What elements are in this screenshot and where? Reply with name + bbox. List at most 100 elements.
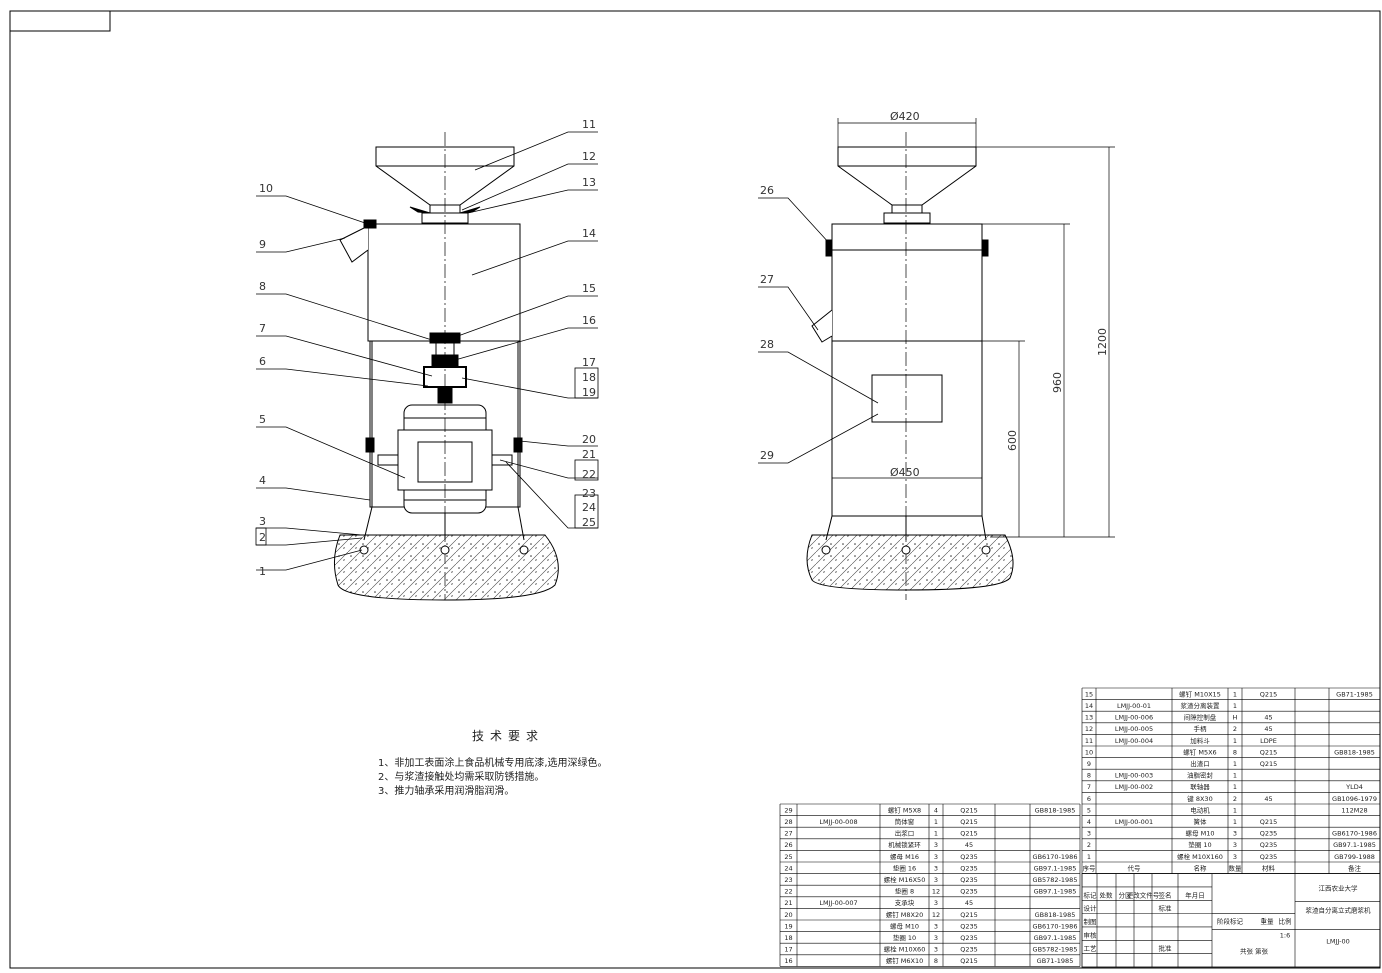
bom-right-cell: 8 xyxy=(1087,772,1091,780)
bom-left-cell: 12 xyxy=(932,888,940,896)
callout-16: 16 xyxy=(582,314,596,327)
bom-right-cell: GB799-1988 xyxy=(1334,853,1375,861)
bom-right-cell: LMJJ-00-002 xyxy=(1115,783,1153,791)
bom-right-cell: 9 xyxy=(1087,760,1091,768)
bom-left-cell: 16 xyxy=(784,957,792,965)
bom-left-cell: Q235 xyxy=(960,946,978,954)
bom-right-cell: LMJJ-00-005 xyxy=(1115,725,1153,733)
bom-left-cell: 螺钉 M5X8 xyxy=(888,805,921,814)
tb-check: 审核 xyxy=(1084,930,1098,939)
bom-right-cell: 45 xyxy=(1264,725,1272,733)
bom-right-header-cell: 材料 xyxy=(1262,863,1276,872)
callout-26: 26 xyxy=(760,184,774,197)
callout-23: 23 xyxy=(582,487,596,500)
bom-right-cell: 垫圈 10 xyxy=(1188,840,1211,849)
callout-14: 14 xyxy=(582,227,596,240)
bom-left-cell: 28 xyxy=(784,818,792,826)
bom-left-cell: 12 xyxy=(932,911,940,919)
dim-height-lower: 600 xyxy=(1006,430,1019,451)
bom-left-cell: 3 xyxy=(934,899,938,907)
bom-right-cell: GB1096-1979 xyxy=(1332,795,1377,803)
bom-right-cell: 螺钉 M5X6 xyxy=(1183,747,1216,756)
bom-left-cell: Q235 xyxy=(960,922,978,930)
bom-right-header-cell: 序号 xyxy=(1083,863,1097,872)
side-dimensions xyxy=(832,118,1115,538)
bom-right-cell: GB97.1-1985 xyxy=(1333,841,1376,849)
callout-9: 9 xyxy=(259,238,266,251)
bom-left-cell: 24 xyxy=(784,864,792,872)
bom-left-cell: 3 xyxy=(934,946,938,954)
bom-right-cell: 出渣口 xyxy=(1190,759,1210,768)
bom-right-cell: 13 xyxy=(1085,714,1093,722)
bom-left-cell: Q235 xyxy=(960,934,978,942)
tb-mark-head: 年月日 xyxy=(1185,890,1205,899)
callout-21: 21 xyxy=(582,448,596,461)
side-window xyxy=(871,374,943,423)
bom-left-cell: 螺栓 M16X50 xyxy=(884,875,926,884)
callout-19: 19 xyxy=(582,386,596,399)
tb-mark-head: 标记 xyxy=(1084,890,1098,899)
callout-7: 7 xyxy=(259,322,266,335)
side-leaders xyxy=(758,197,879,464)
bom-left-cell: 螺栓 M10X60 xyxy=(884,945,926,954)
bom-right-header-cell: 名称 xyxy=(1194,863,1208,872)
bom-right-cell: 14 xyxy=(1085,702,1093,710)
bom-right-cell: 2 xyxy=(1233,725,1237,733)
callout-2: 2 xyxy=(259,531,266,544)
bom-right-cell: 45 xyxy=(1264,714,1272,722)
bom-right-cell: 1 xyxy=(1233,772,1237,780)
callout-6: 6 xyxy=(259,355,266,368)
bom-right-cell: LMJJ-00-004 xyxy=(1115,737,1153,745)
bom-left-cell: Q215 xyxy=(960,911,978,919)
bom-left-cell: 3 xyxy=(934,934,938,942)
bom-left-cell: 45 xyxy=(965,899,973,907)
bom-right-cell: LMJJ-00-001 xyxy=(1115,818,1153,826)
side-view xyxy=(806,132,1014,600)
title-block xyxy=(1081,873,1381,968)
callout-15: 15 xyxy=(582,282,596,295)
bom-right-cell: 1 xyxy=(1233,737,1237,745)
bom-left-cell: 8 xyxy=(934,957,938,965)
callout-18: 18 xyxy=(582,371,596,384)
bom-left-cell: GB97.1-1985 xyxy=(1034,934,1077,942)
bom-right-cell: 3 xyxy=(1233,853,1237,861)
bom-left-cell: Q235 xyxy=(960,853,978,861)
tech-note-3: 3、推力轴承采用润滑脂润滑。 xyxy=(378,786,515,797)
bom-left-cell: 45 xyxy=(965,841,973,849)
front-upper-body xyxy=(367,223,521,342)
bom-right-cell: 7 xyxy=(1087,783,1091,791)
callout-boxes xyxy=(255,367,599,546)
bom-right-cell: 1 xyxy=(1233,806,1237,814)
bom-right-cell: Q215 xyxy=(1260,760,1278,768)
bom-left-cell: 垫圈 8 xyxy=(895,887,914,896)
bom-right-header-cell: 数量 xyxy=(1229,863,1243,872)
bom-left-cell: GB97.1-1985 xyxy=(1034,864,1077,872)
callout-20: 20 xyxy=(582,433,596,446)
bom-left-cell: Q235 xyxy=(960,876,978,884)
bom-left-cell: 1 xyxy=(934,830,938,838)
bom-left-cell: Q215 xyxy=(960,957,978,965)
bom-right-cell: LMJJ-00-006 xyxy=(1115,714,1153,722)
bom-left-cell: 垫圈 10 xyxy=(893,933,916,942)
bom-right-cell: GB818-1985 xyxy=(1334,748,1375,756)
side-hopper xyxy=(837,146,977,206)
bom-left-cell: 27 xyxy=(784,830,792,838)
bom-left-cell: 螺钉 M8X20 xyxy=(886,910,924,919)
bom-left-cell: GB6170-1986 xyxy=(1033,922,1078,930)
bom-right-cell: Q215 xyxy=(1260,818,1278,826)
bom-left-cell: GB5782-1985 xyxy=(1033,876,1078,884)
callout-3: 3 xyxy=(259,515,266,528)
bom-right-cell: 15 xyxy=(1085,690,1093,698)
tb-mark-head: 更改文件号 xyxy=(1127,890,1160,899)
bom-right-cell: 螺钉 M10X15 xyxy=(1179,689,1221,698)
bom-left-cell: 20 xyxy=(784,911,792,919)
bom-left-cell: 螺母 M16 xyxy=(890,852,919,861)
callout-12: 12 xyxy=(582,150,596,163)
tb-weight: 重量 xyxy=(1261,918,1275,926)
bom-right-cell: 6 xyxy=(1087,795,1091,803)
tb-drawing-name: 浆渣自分离立式磨浆机 xyxy=(1306,906,1372,915)
bom-right-cell: 浆渣分离装置 xyxy=(1181,701,1221,710)
bom-right-cell: 1 xyxy=(1233,702,1237,710)
bom-right-cell: 1 xyxy=(1233,818,1237,826)
tb-standard: 标准 xyxy=(1159,904,1173,913)
